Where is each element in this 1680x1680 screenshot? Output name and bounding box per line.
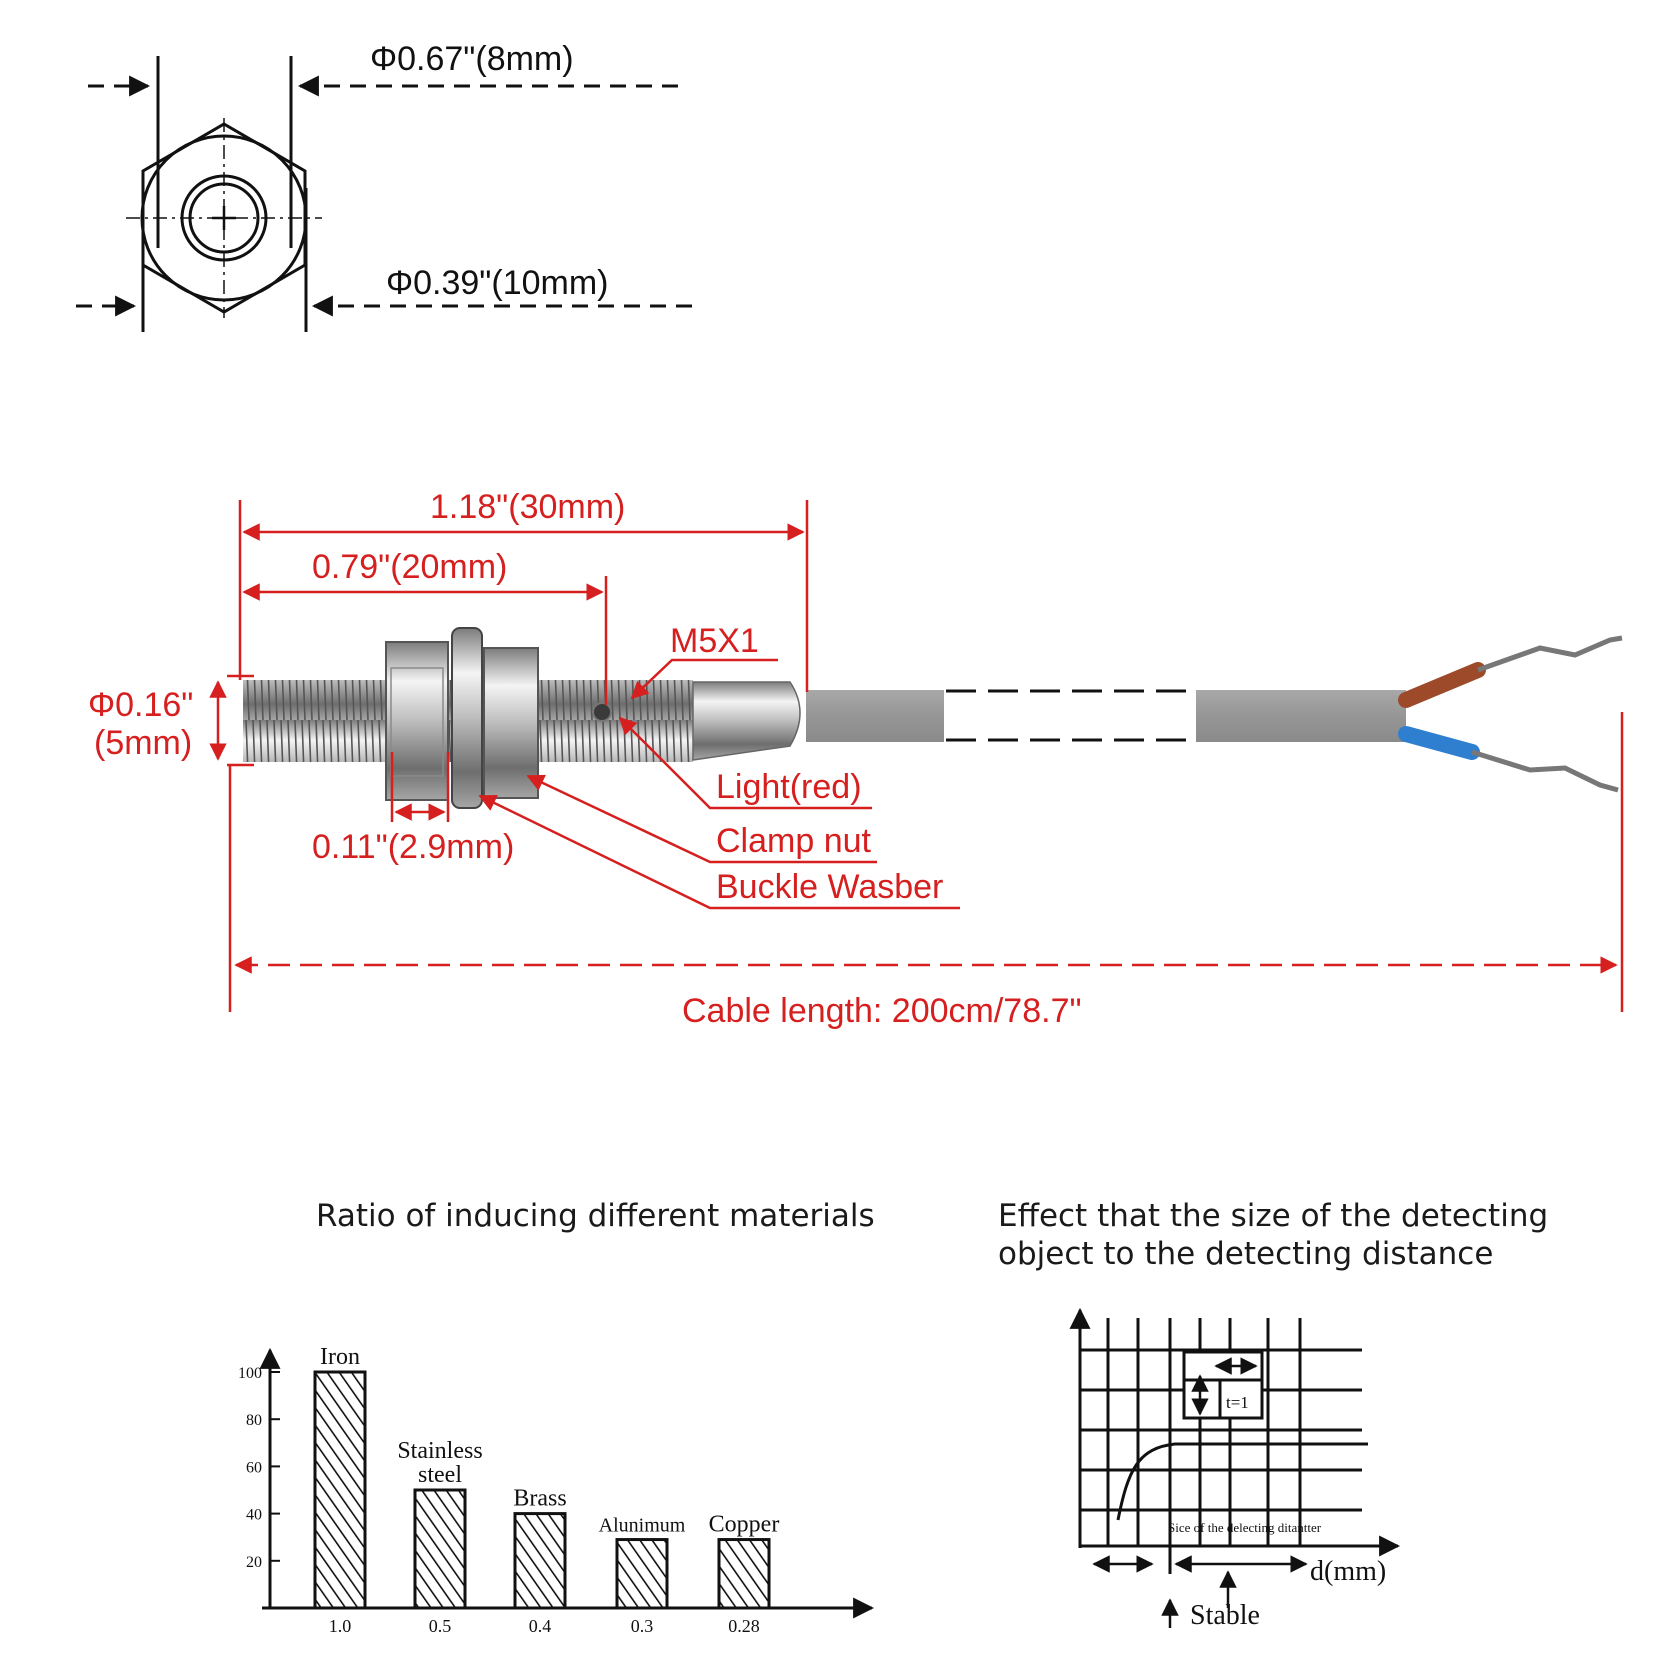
y-tick-label: 40 <box>246 1507 262 1524</box>
y-ticks: 20 40 60 80 100 <box>238 1365 280 1571</box>
blue-wire <box>1398 726 1480 760</box>
cable-ferrule <box>692 681 801 761</box>
callout-clamp-nut: Clamp nut <box>716 822 872 860</box>
ratio-label: 1.0 <box>329 1616 352 1636</box>
y-tick-label: 80 <box>246 1412 262 1429</box>
side-dimension-lines <box>209 500 1624 1012</box>
indicator-light <box>592 702 612 722</box>
bar-iron <box>313 1370 367 1610</box>
detecting-distance-chart: Effect that the size of the detecting ob… <box>998 1198 1548 1631</box>
ratio-label: 0.3 <box>631 1616 654 1636</box>
cable-segment-left <box>806 690 944 742</box>
inset-label: t=1 <box>1226 1393 1249 1412</box>
bar-stainless-steel <box>413 1488 467 1610</box>
ratio-label: 0.28 <box>728 1616 760 1636</box>
ratio-label: 0.5 <box>429 1616 452 1636</box>
callout-buckle-washer: Buckle Wasber <box>716 868 943 906</box>
category-label: steel <box>418 1462 462 1488</box>
nut-end-view <box>126 118 322 318</box>
sensor-body <box>243 627 801 809</box>
inset-box <box>1182 1350 1264 1420</box>
category-label: Brass <box>513 1486 566 1512</box>
total-length-label: 1.18"(30mm) <box>430 488 625 526</box>
chart-left-title: Ratio of inducing different materials <box>316 1198 875 1234</box>
buckle-washer <box>451 627 483 809</box>
top-view: Φ0.67"(8mm) Φ0.39"(10mm) <box>76 40 692 332</box>
top-dimension-lines <box>76 56 692 332</box>
ratio-labels: 1.0 0.5 0.4 0.3 0.28 <box>329 1616 760 1636</box>
y-tick-label: 100 <box>238 1365 262 1382</box>
chart-right-title-line2: object to the detecting distance <box>998 1236 1493 1272</box>
bar-alunimum <box>615 1538 669 1610</box>
material-ratio-chart: Ratio of inducing different materials 20… <box>238 1198 875 1636</box>
cable-length-label: Cable length: 200cm/78.7" <box>682 992 1082 1030</box>
diameter-label-line1: Φ0.16" <box>88 686 193 724</box>
clamp-nut-right <box>483 647 539 799</box>
thread-length-label: 0.79"(20mm) <box>312 548 507 586</box>
brown-wire <box>1398 662 1486 708</box>
bar-brass <box>513 1512 567 1610</box>
callout-light: Light(red) <box>716 768 862 806</box>
category-label: Stainless <box>397 1438 482 1464</box>
stable-label: Stable <box>1190 1600 1260 1631</box>
curve-label: Sice of the delecting ditantter <box>1168 1520 1322 1535</box>
cable-segment-right <box>1196 690 1406 742</box>
y-tick-label: 20 <box>246 1554 262 1571</box>
ratio-label: 0.4 <box>529 1616 552 1636</box>
bar-copper <box>717 1538 771 1610</box>
nut-thickness-label: 0.11"(2.9mm) <box>312 828 514 866</box>
thread-spec-label: M5X1 <box>670 622 759 660</box>
category-label: Alunimum <box>599 1515 686 1537</box>
grid <box>1069 1307 1401 1628</box>
diameter-label-line2: (5mm) <box>94 724 192 762</box>
category-label: Iron <box>320 1344 360 1370</box>
chart-right-title-line1: Effect that the size of the detecting <box>998 1198 1548 1234</box>
distance-curve <box>1116 1442 1368 1521</box>
inner-diameter-label: Φ0.39"(10mm) <box>386 264 608 302</box>
x-axis-label: d(mm) <box>1310 1556 1386 1587</box>
side-view: 1.18"(30mm) 0.79"(20mm) M5X1 Φ0.16" (5mm… <box>88 488 1624 1030</box>
blue-wire-strands <box>1471 749 1619 793</box>
bars <box>313 1370 771 1610</box>
outer-diameter-label: Φ0.67"(8mm) <box>370 40 574 78</box>
category-label: Copper <box>709 1512 780 1538</box>
y-tick-label: 60 <box>246 1459 262 1476</box>
cable <box>806 635 1623 793</box>
brown-wire-strands <box>1477 635 1623 673</box>
